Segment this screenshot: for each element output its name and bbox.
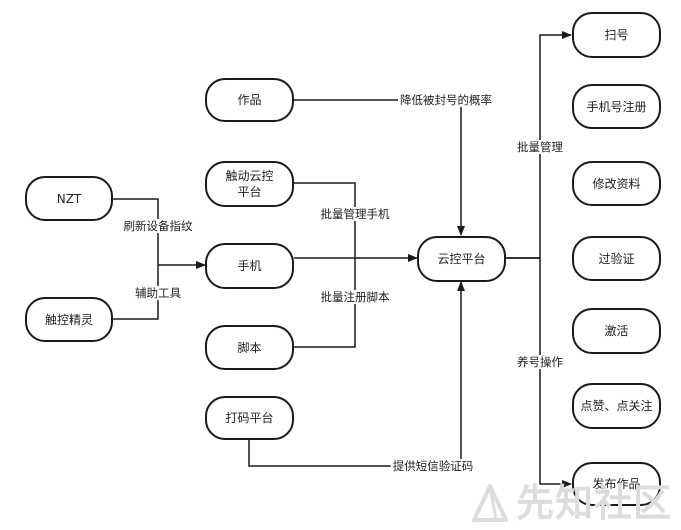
edge-touchsprite-to-phone	[112, 265, 159, 320]
edge-script-to-bus	[294, 258, 356, 348]
watermark-text: 先知社区	[516, 481, 673, 525]
node-pass-verification: 过验证	[572, 236, 661, 281]
node-touch-cloud: 触动云控 平台	[205, 161, 294, 207]
edge-cloud-to-publish	[505, 257, 572, 488]
watermark: 先知社区	[468, 478, 678, 528]
watermark-logo-icon	[472, 484, 508, 522]
node-phone: 手机	[205, 243, 294, 289]
label-batch-register-script: 批量注册脚本	[318, 290, 392, 304]
node-works: 作品	[205, 78, 294, 122]
label-account-nurture: 养号操作	[515, 355, 565, 369]
edge-nzt-to-phone	[112, 198, 159, 265]
label-refresh-fingerprint: 刷新设备指纹	[121, 219, 195, 233]
node-touch-sprite: 触控精灵	[25, 297, 113, 342]
node-captcha-platform: 打码平台	[205, 396, 294, 440]
node-cloud-platform: 云控平台	[417, 236, 506, 282]
edge-touchcloud-to-bus	[294, 182, 356, 258]
label-aux-tools: 辅助工具	[133, 286, 183, 300]
node-scan-code: 扫号	[572, 12, 661, 58]
edge-captcha-to-cloud	[248, 281, 465, 467]
node-phone-register: 手机号注册	[572, 84, 661, 129]
label-sms-code: 提供短信验证码	[390, 459, 476, 473]
node-nzt: NZT	[25, 176, 113, 221]
node-edit-profile: 修改资料	[572, 161, 661, 206]
node-activate: 激活	[572, 308, 661, 354]
node-like-follow: 点赞、点关注	[572, 383, 661, 429]
label-batch-manage: 批量管理	[515, 140, 565, 154]
label-reduce-ban: 降低被封号的概率	[398, 93, 494, 107]
node-script: 脚本	[205, 325, 294, 370]
node-publish-works: 发布作品	[572, 462, 661, 506]
label-batch-manage-phone: 批量管理手机	[318, 207, 392, 221]
